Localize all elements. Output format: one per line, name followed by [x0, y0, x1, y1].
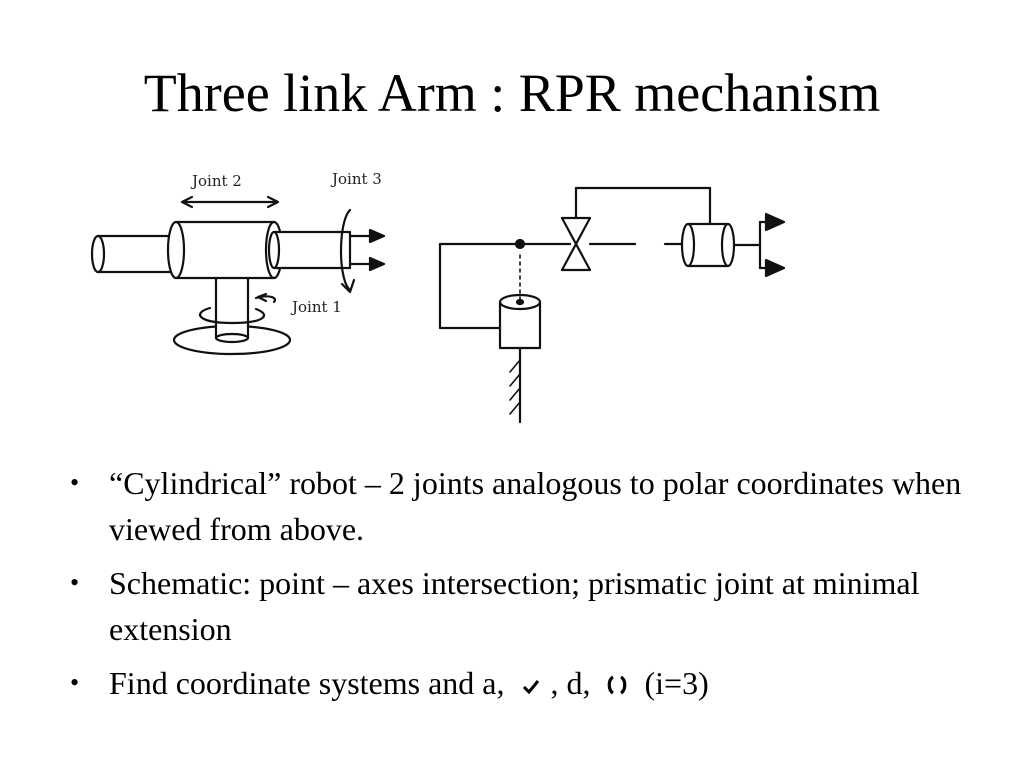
- schematic-joint2-prismatic: [560, 216, 592, 272]
- bullet-item-1: • “Cylindrical” robot – 2 joints analogo…: [64, 460, 964, 552]
- alpha-symbol-icon: [512, 660, 550, 706]
- bullet-text-3-mid: , d,: [550, 665, 591, 701]
- bullet-text-3-before: Find coordinate systems and a,: [109, 665, 505, 701]
- bullet-text-2: Schematic: point – axes intersection; pr…: [109, 565, 920, 647]
- bullet-dot-icon: •: [70, 568, 80, 597]
- vertical-column: [214, 270, 250, 340]
- theta-symbol-icon: [598, 660, 636, 706]
- joint2-label: Joint 2: [190, 172, 242, 190]
- rpr-robot-figure: Joint 2 Joint 3 Joint 1: [80, 160, 800, 440]
- joint3-rotation-arrow: [339, 208, 352, 292]
- slide-title: Three link Arm : RPR mechanism: [143, 63, 881, 123]
- joint1-rotation-arrow: [199, 306, 265, 325]
- bullet-text-3-after: (i=3): [644, 665, 709, 701]
- bullet-dot-icon: •: [70, 668, 80, 697]
- joint1-label: Joint 1: [290, 298, 342, 316]
- bullet-text-1: “Cylindrical” robot – 2 joints analogous…: [109, 465, 962, 547]
- kinematic-schematic: [438, 186, 786, 424]
- bullet-item-2: • Schematic: point – axes intersection; …: [64, 560, 964, 652]
- joint3-label: Joint 3: [330, 170, 382, 188]
- bullet-item-3: • Find coordinate systems and a, , d, (i…: [64, 660, 964, 706]
- arm-sleeve: [174, 220, 276, 280]
- bullet-list: • “Cylindrical” robot – 2 joints analogo…: [64, 460, 964, 714]
- bullet-dot-icon: •: [70, 468, 80, 497]
- cylindrical-arm-sketch: [90, 195, 386, 356]
- rpr-diagram: Joint 2 Joint 3 Joint 1: [90, 170, 786, 424]
- axes-intersection-point: [514, 238, 526, 250]
- arm-extension: [272, 230, 352, 270]
- arm-rear: [96, 234, 180, 274]
